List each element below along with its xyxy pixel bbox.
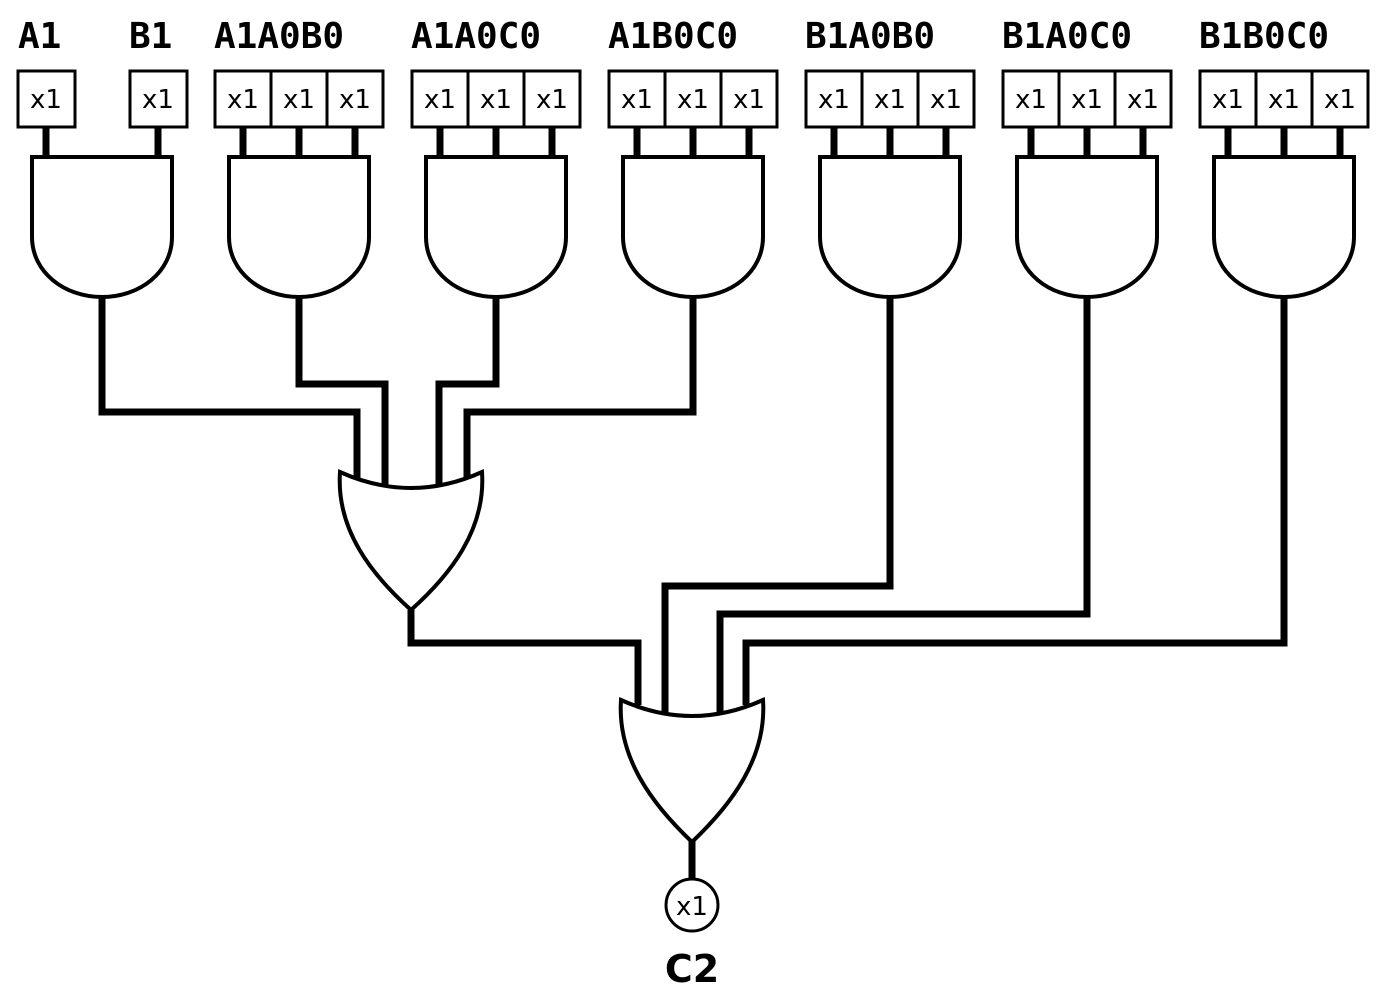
input-label-b1b0c0: B1B0C0 — [1199, 16, 1329, 57]
output-pin[interactable] — [664, 877, 720, 933]
pin-label: x1 — [621, 85, 653, 115]
pin-label: x1 — [480, 85, 512, 115]
output-pin-label: x1 — [676, 892, 708, 922]
input-pin-box[interactable] — [16, 69, 77, 129]
pin-label: x1 — [536, 85, 568, 115]
input-pin-box[interactable] — [719, 69, 779, 129]
input-group-b1b0c0: x1 x1 x1 — [1198, 69, 1370, 129]
input-pin-box[interactable] — [607, 69, 667, 129]
pin-label: x1 — [874, 85, 906, 115]
input-pin-box[interactable] — [522, 69, 582, 129]
pin-label: x1 — [227, 85, 259, 115]
input-group-b1a0c0: x1 x1 x1 — [1001, 69, 1173, 129]
input-pin-box[interactable] — [1310, 69, 1370, 129]
input-label-b1a0b0: B1A0B0 — [805, 16, 935, 57]
input-label-b1: B1 — [129, 16, 172, 57]
wires — [42, 127, 1344, 878]
input-pin-box[interactable] — [1057, 69, 1117, 129]
input-pin-box[interactable] — [916, 69, 976, 129]
pin-label: x1 — [30, 85, 62, 115]
input-pin-box[interactable] — [1001, 69, 1061, 129]
pin-label: x1 — [818, 85, 850, 115]
input-group-b1a0b0: x1 x1 x1 — [804, 69, 976, 129]
input-pin-box[interactable] — [1254, 69, 1314, 129]
input-group-a1a0b0: x1 x1 x1 — [213, 69, 385, 129]
input-group-a1a0c0: x1 x1 x1 — [410, 69, 582, 129]
input-label-a1a0b0: A1A0B0 — [214, 16, 344, 57]
input-group-a1: x1 — [16, 69, 77, 129]
input-pin-box[interactable] — [269, 69, 329, 129]
input-pin-box[interactable] — [410, 69, 470, 129]
pin-label: x1 — [1015, 85, 1047, 115]
pin-label: x1 — [1071, 85, 1103, 115]
input-pin-box[interactable] — [804, 69, 864, 129]
or-gate — [618, 696, 766, 845]
output-label-c2: C2 — [665, 947, 719, 991]
input-pin-box[interactable] — [325, 69, 385, 129]
input-pin-box[interactable] — [1113, 69, 1173, 129]
or-gate — [337, 468, 485, 613]
and-gate — [621, 155, 765, 300]
and-gate — [1212, 155, 1356, 300]
pin-label: x1 — [142, 85, 174, 115]
and-gate — [818, 155, 962, 300]
and-gate — [30, 155, 174, 300]
pin-label: x1 — [1212, 85, 1244, 115]
and-gate — [424, 155, 568, 300]
input-pin-box[interactable] — [663, 69, 723, 129]
input-group-a1b0c0: x1 x1 x1 — [607, 69, 779, 129]
and-gate — [1015, 155, 1159, 300]
pin-label: x1 — [1268, 85, 1300, 115]
input-pin-box[interactable] — [128, 69, 189, 129]
pin-label: x1 — [1127, 85, 1159, 115]
pin-label: x1 — [677, 85, 709, 115]
pin-label: x1 — [1324, 85, 1356, 115]
pin-label: x1 — [930, 85, 962, 115]
input-label-a1b0c0: A1B0C0 — [608, 16, 738, 57]
input-pin-box[interactable] — [466, 69, 526, 129]
pin-label: x1 — [283, 85, 315, 115]
pin-label: x1 — [339, 85, 371, 115]
input-pin-box[interactable] — [860, 69, 920, 129]
input-group-b1: x1 — [128, 69, 189, 129]
and-gate — [227, 155, 371, 300]
pin-label: x1 — [424, 85, 456, 115]
pin-label: x1 — [733, 85, 765, 115]
input-label-b1a0c0: B1A0C0 — [1002, 16, 1132, 57]
input-label-a1a0c0: A1A0C0 — [411, 16, 541, 57]
input-label-a1: A1 — [18, 16, 61, 57]
